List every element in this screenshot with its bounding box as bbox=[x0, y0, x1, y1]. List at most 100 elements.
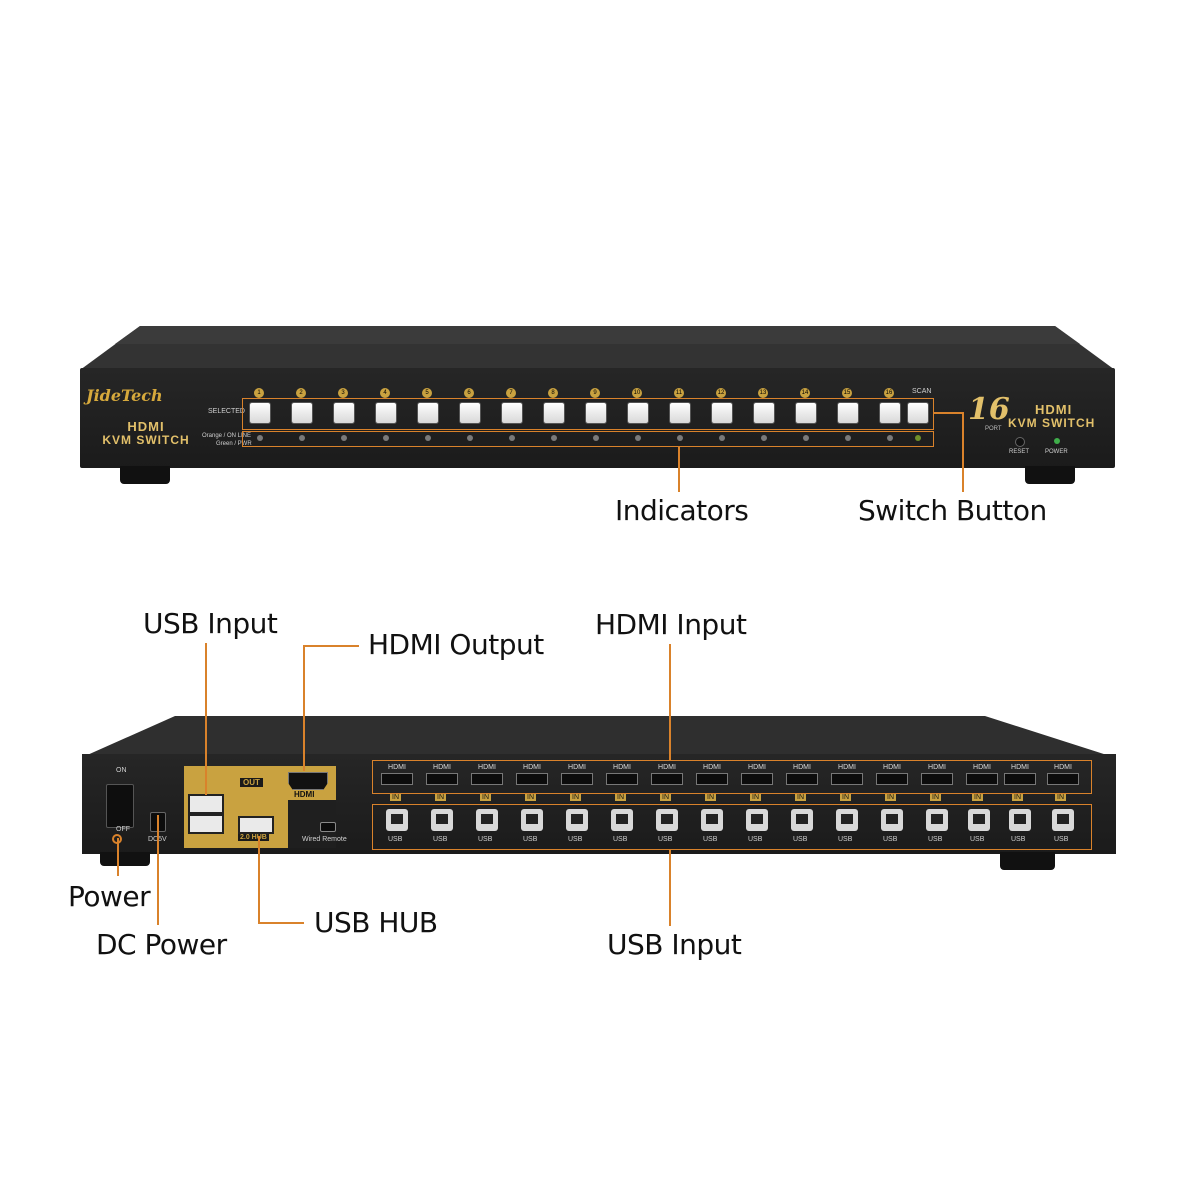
scan-label: SCAN bbox=[912, 388, 932, 395]
switch-button[interactable] bbox=[796, 403, 816, 423]
wired-remote-label: Wired Remote bbox=[302, 836, 347, 843]
port-number: 15 bbox=[842, 388, 852, 398]
usb-a-port[interactable] bbox=[188, 794, 224, 814]
switch-button[interactable] bbox=[544, 403, 564, 423]
hdmi-input-port[interactable]: HDMI bbox=[918, 764, 956, 790]
usb-b-port[interactable] bbox=[1052, 809, 1074, 831]
usb-b-port[interactable] bbox=[1009, 809, 1031, 831]
brand-logo: JideTech bbox=[86, 386, 163, 405]
hdmi-port-label: HDMI bbox=[1054, 764, 1072, 771]
right-model-line-2: KVM SWITCH bbox=[1008, 416, 1096, 430]
indicator-led bbox=[803, 435, 809, 441]
hdmi-output-port[interactable] bbox=[288, 772, 328, 790]
usb-b-port[interactable] bbox=[881, 809, 903, 831]
usb-input-top-line bbox=[205, 643, 207, 795]
switch-button[interactable] bbox=[502, 403, 522, 423]
switch-button[interactable] bbox=[376, 403, 396, 423]
indicator-led bbox=[425, 435, 431, 441]
hdmi-input-port[interactable]: HDMI bbox=[828, 764, 866, 790]
port-number: 9 bbox=[590, 388, 600, 398]
hdmi-input-port[interactable]: HDMI bbox=[873, 764, 911, 790]
usb-b-port[interactable] bbox=[431, 809, 453, 831]
hdmi-output-line-v bbox=[303, 645, 305, 771]
hdmi-input-port[interactable]: HDMI bbox=[783, 764, 821, 790]
indicator-led bbox=[593, 435, 599, 441]
hdmi-input-port[interactable]: HDMI bbox=[378, 764, 416, 790]
wired-remote-port[interactable] bbox=[320, 822, 336, 832]
hdmi-output-line-h bbox=[303, 645, 359, 647]
selected-label: SELECTED bbox=[208, 408, 245, 415]
usb-b-port[interactable] bbox=[836, 809, 858, 831]
switch-button[interactable] bbox=[334, 403, 354, 423]
front-foot-right bbox=[1025, 466, 1075, 484]
usb-hub-port[interactable] bbox=[238, 816, 274, 834]
hdmi-input-port[interactable]: HDMI bbox=[738, 764, 776, 790]
hdmi-output-label: HDMI bbox=[294, 790, 315, 799]
usb-port-label: USB bbox=[703, 836, 718, 843]
usb-b-port[interactable] bbox=[791, 809, 813, 831]
switch-button[interactable] bbox=[292, 403, 312, 423]
usb-b-port[interactable] bbox=[656, 809, 678, 831]
switch-button[interactable] bbox=[418, 403, 438, 423]
hdmi-port-label: HDMI bbox=[838, 764, 856, 771]
usb-b-port[interactable] bbox=[611, 809, 633, 831]
switch-button[interactable] bbox=[670, 403, 690, 423]
switch-button[interactable] bbox=[880, 403, 900, 423]
port-number: 5 bbox=[422, 388, 432, 398]
power-switch[interactable] bbox=[106, 784, 134, 828]
usb-b-port[interactable] bbox=[701, 809, 723, 831]
usb-port-label: USB bbox=[388, 836, 403, 843]
scan-button[interactable] bbox=[908, 403, 928, 423]
port-number: 11 bbox=[674, 388, 684, 398]
switch-button[interactable] bbox=[460, 403, 480, 423]
hdmi-port-label: HDMI bbox=[748, 764, 766, 771]
usb-b-port[interactable] bbox=[746, 809, 768, 831]
usb-port-label: USB bbox=[970, 836, 985, 843]
switch-button[interactable] bbox=[586, 403, 606, 423]
hdmi-input-port[interactable]: HDMI bbox=[513, 764, 551, 790]
hdmi-input-port[interactable]: HDMI bbox=[1001, 764, 1039, 790]
hdmi-input-port[interactable]: HDMI bbox=[648, 764, 686, 790]
port-number: 13 bbox=[758, 388, 768, 398]
indicators-callout: Indicators bbox=[615, 494, 749, 527]
indicator-led bbox=[635, 435, 641, 441]
usb-hub-line-v bbox=[258, 836, 260, 924]
switch-button[interactable] bbox=[628, 403, 648, 423]
switch-button[interactable] bbox=[838, 403, 858, 423]
in-label: IN bbox=[750, 794, 761, 801]
hdmi-output-callout: HDMI Output bbox=[368, 628, 544, 661]
usb-b-port[interactable] bbox=[386, 809, 408, 831]
usb-b-port[interactable] bbox=[521, 809, 543, 831]
reset-button[interactable] bbox=[1016, 438, 1024, 446]
hdmi-input-port[interactable]: HDMI bbox=[423, 764, 461, 790]
hdmi-input-port[interactable]: HDMI bbox=[558, 764, 596, 790]
back-foot-right bbox=[1000, 852, 1055, 870]
usb-hub-label: 2.0 HUB bbox=[238, 834, 269, 841]
usb-b-port[interactable] bbox=[476, 809, 498, 831]
indicator-led bbox=[887, 435, 893, 441]
usb-port-label: USB bbox=[928, 836, 943, 843]
indicator-led bbox=[845, 435, 851, 441]
hdmi-port-label: HDMI bbox=[523, 764, 541, 771]
usb-hub-callout: USB HUB bbox=[314, 906, 438, 939]
hdmi-input-port[interactable]: HDMI bbox=[468, 764, 506, 790]
switch-button[interactable] bbox=[712, 403, 732, 423]
switch-button[interactable] bbox=[250, 403, 270, 423]
usb-b-port[interactable] bbox=[566, 809, 588, 831]
usb-input-bottom-line bbox=[669, 850, 671, 926]
indicator-led bbox=[677, 435, 683, 441]
usb-port-label: USB bbox=[613, 836, 628, 843]
port-number: 16 bbox=[884, 388, 894, 398]
hdmi-input-port[interactable]: HDMI bbox=[693, 764, 731, 790]
in-label: IN bbox=[885, 794, 896, 801]
hdmi-port-label: HDMI bbox=[928, 764, 946, 771]
usb-a-port[interactable] bbox=[188, 814, 224, 834]
hdmi-input-port[interactable]: HDMI bbox=[963, 764, 1001, 790]
usb-hub-line-h bbox=[258, 922, 304, 924]
hdmi-input-port[interactable]: HDMI bbox=[1044, 764, 1082, 790]
usb-b-port[interactable] bbox=[968, 809, 990, 831]
usb-b-port[interactable] bbox=[926, 809, 948, 831]
indicator-led bbox=[383, 435, 389, 441]
switch-button[interactable] bbox=[754, 403, 774, 423]
hdmi-input-port[interactable]: HDMI bbox=[603, 764, 641, 790]
